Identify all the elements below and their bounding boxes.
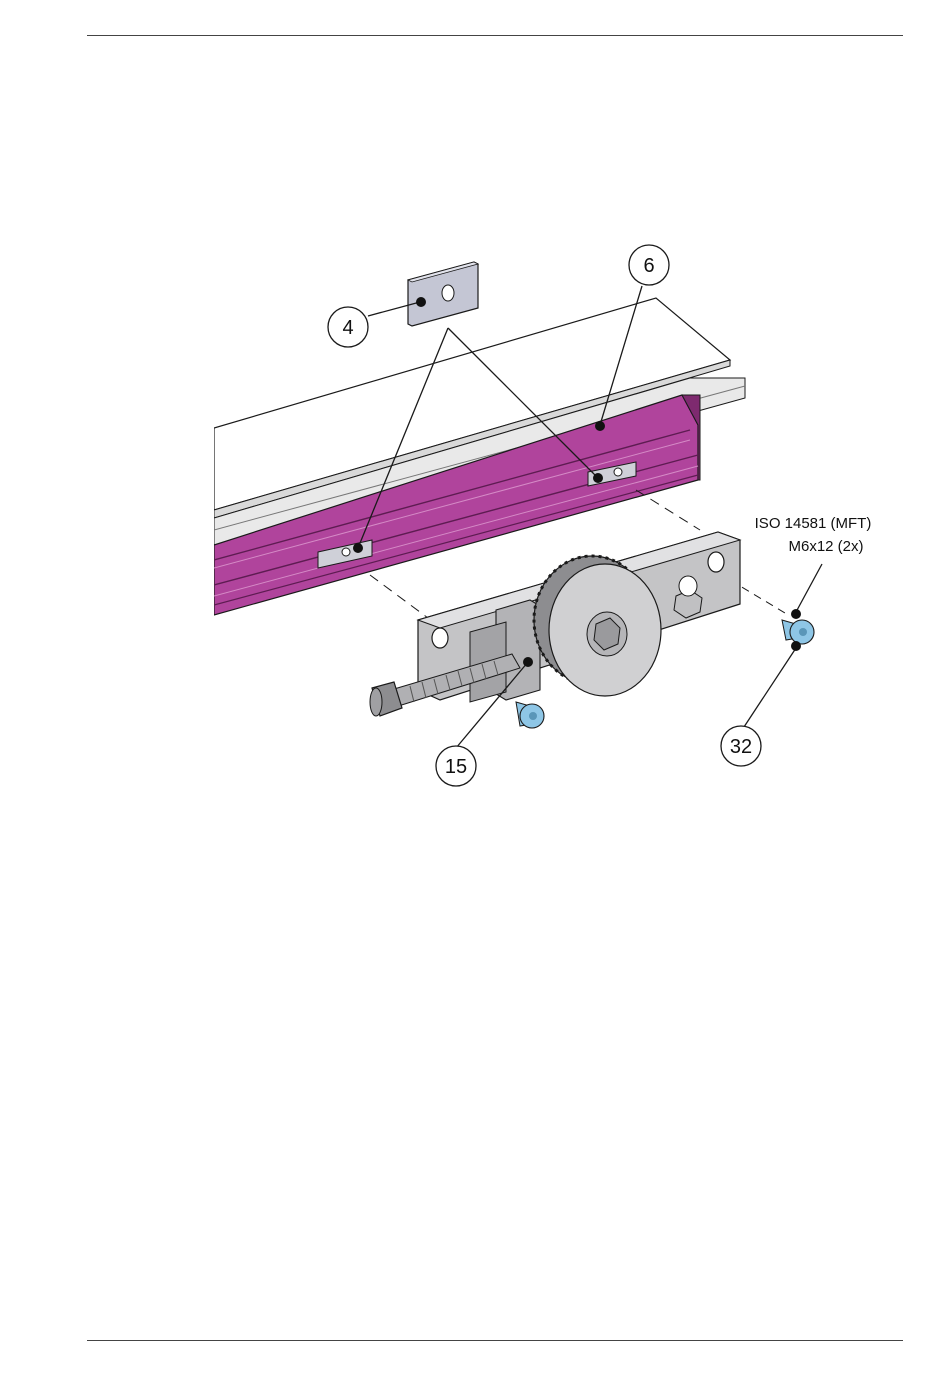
assembly-axis — [636, 490, 700, 530]
callout-32-label: 32 — [730, 736, 752, 758]
leader-dot — [416, 297, 426, 307]
callout-6: 6 — [629, 245, 669, 285]
screw-lower-left — [516, 702, 544, 728]
callout-4: 4 — [328, 307, 368, 347]
leader-line — [796, 564, 822, 612]
plate-hole — [679, 576, 697, 596]
slot-nut-hole — [614, 468, 622, 476]
leader-dot — [791, 641, 801, 651]
screw-spec-line2: M6x12 (2x) — [788, 538, 863, 555]
leader-dot — [353, 543, 363, 553]
leader-dot — [791, 609, 801, 619]
leader-line — [742, 648, 796, 730]
callout-32: 32 — [721, 726, 761, 766]
callout-15-label: 15 — [445, 756, 467, 778]
leader-dot — [593, 473, 603, 483]
callout-4-label: 4 — [342, 317, 353, 339]
sliding-nut — [408, 262, 478, 326]
screw-right — [782, 620, 814, 644]
assembly-axis — [370, 575, 428, 618]
slot-nut-hole — [342, 548, 350, 556]
leader-dot — [523, 657, 533, 667]
callout-6-label: 6 — [643, 255, 654, 277]
callout-15: 15 — [436, 746, 476, 786]
leader-dot — [595, 421, 605, 431]
screw-spec-line1: ISO 14581 (MFT) — [755, 515, 872, 532]
